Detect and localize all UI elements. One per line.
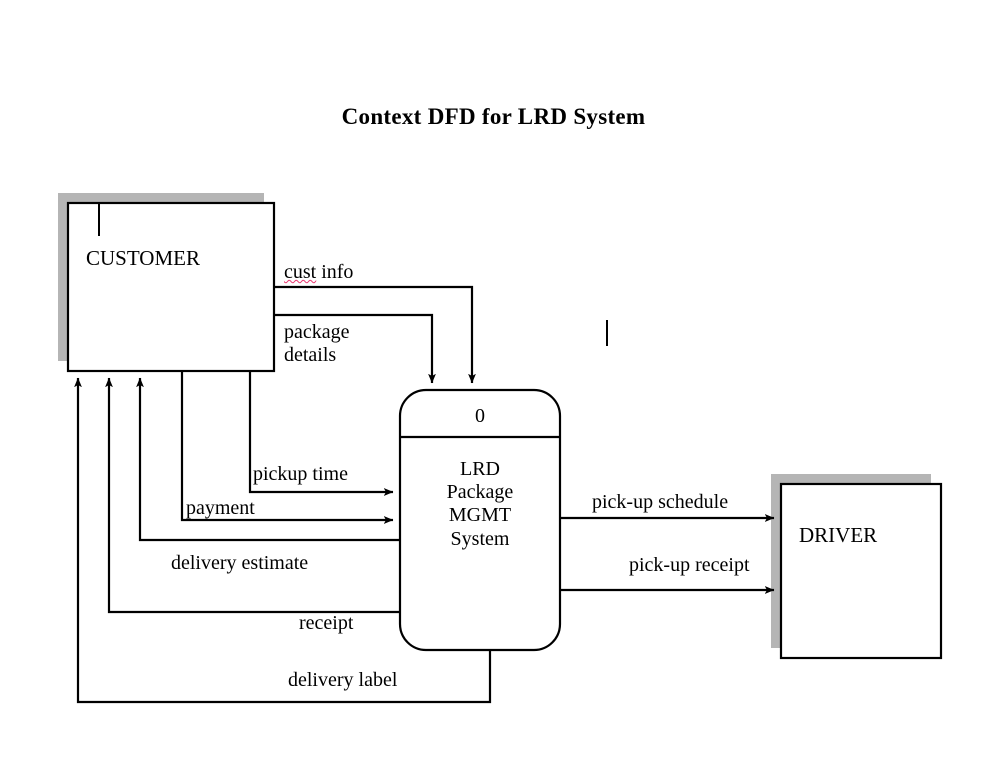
flow-label-pickup-receipt: pick-up receipt [629,554,750,576]
flow-label-cust-info-misspelled: cust [284,261,317,283]
flow-line-package-details [274,313,436,384]
flow-label-pickup-time: pickup time [253,463,348,485]
flow-label-package-details-line-2: details [284,343,337,366]
flow-line-receipt [105,377,400,614]
page-title: Context DFD for LRD System [341,104,646,129]
flow-label-payment: payment [186,497,255,519]
customer-entity-shape[interactable] [58,193,276,373]
process-name-line-1: LRD [460,458,500,480]
process-shape[interactable] [398,388,562,652]
customer-entity-label: CUSTOMER [86,246,200,270]
flow-line-delivery-label [74,377,492,704]
flow-line-pickup-time [248,371,394,496]
flow-label-cust-info: cust info [284,261,353,284]
process-name-line-3: MGMT [448,504,512,527]
flow-line-payment [180,371,394,524]
driver-entity-label: DRIVER [799,523,878,547]
flow-label-cust-info-rest: info [316,261,354,283]
flow-label-package-details-line-1: package [284,321,350,343]
process-name: LRD Package MGMT System [400,458,560,551]
flow-label-delivery-label: delivery label [288,669,398,691]
flow-label-package-details: package details [284,321,350,367]
flow-label-pickup-schedule: pick-up schedule [592,491,729,513]
process-number: 0 [475,405,485,427]
process-name-line-4: System [450,527,510,550]
flow-line-cust-info [274,285,476,384]
process-name-line-2: Package [446,481,514,504]
text-caret-right [606,320,608,346]
flow-label-delivery-estimate: delivery estimate [171,552,309,574]
driver-entity-shape[interactable] [771,474,943,660]
flow-line-delivery-estimate [136,377,400,542]
flow-label-receipt: receipt [299,612,354,634]
text-caret-in-customer [98,204,100,236]
